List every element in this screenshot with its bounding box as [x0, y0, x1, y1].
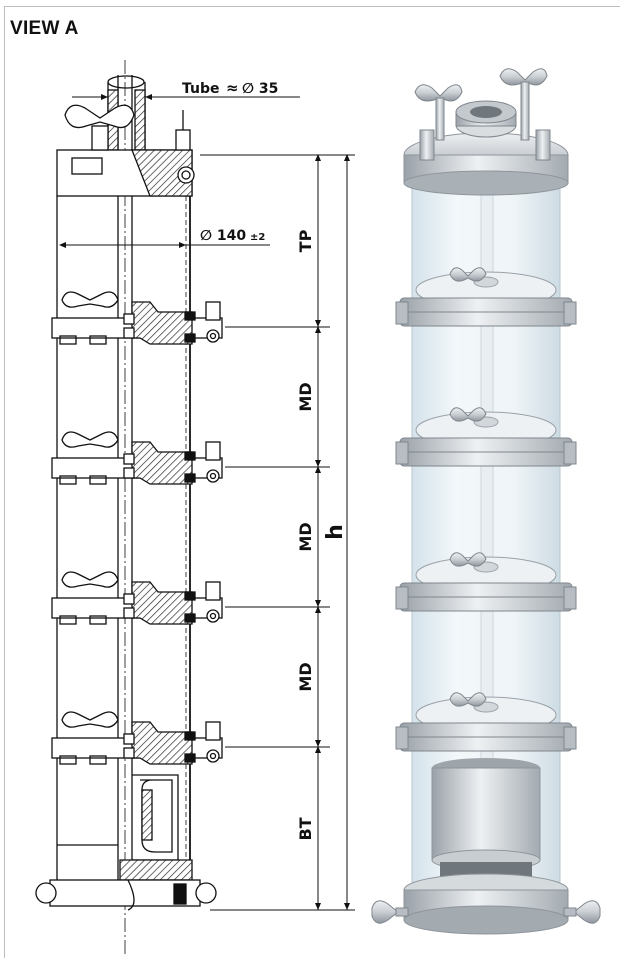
base-plate — [371, 873, 601, 935]
bottom-canister — [431, 758, 541, 884]
module-label-3: MD — [296, 662, 315, 691]
flange-group — [51, 291, 223, 765]
top-cap — [403, 68, 569, 196]
diameter-tolerance: ±2 — [250, 232, 265, 243]
module-rings — [395, 267, 577, 752]
top-section-label: TP — [296, 229, 315, 252]
tube-approx-symbol: ≈ — [226, 79, 239, 97]
tube-diameter-label: ∅ 35 — [242, 81, 278, 97]
diameter-label: ∅ 140 — [200, 228, 246, 244]
view-title: VIEW A — [10, 18, 79, 39]
dimension-lines — [59, 94, 355, 911]
column-render — [371, 68, 601, 935]
tube-label: Tube — [182, 81, 220, 97]
height-label: h — [323, 524, 348, 540]
module-label-1: MD — [296, 382, 315, 411]
module-label-2: MD — [296, 522, 315, 551]
section-drawing — [35, 60, 223, 955]
bottom-section-label: BT — [296, 817, 315, 840]
frame-border — [4, 6, 620, 958]
